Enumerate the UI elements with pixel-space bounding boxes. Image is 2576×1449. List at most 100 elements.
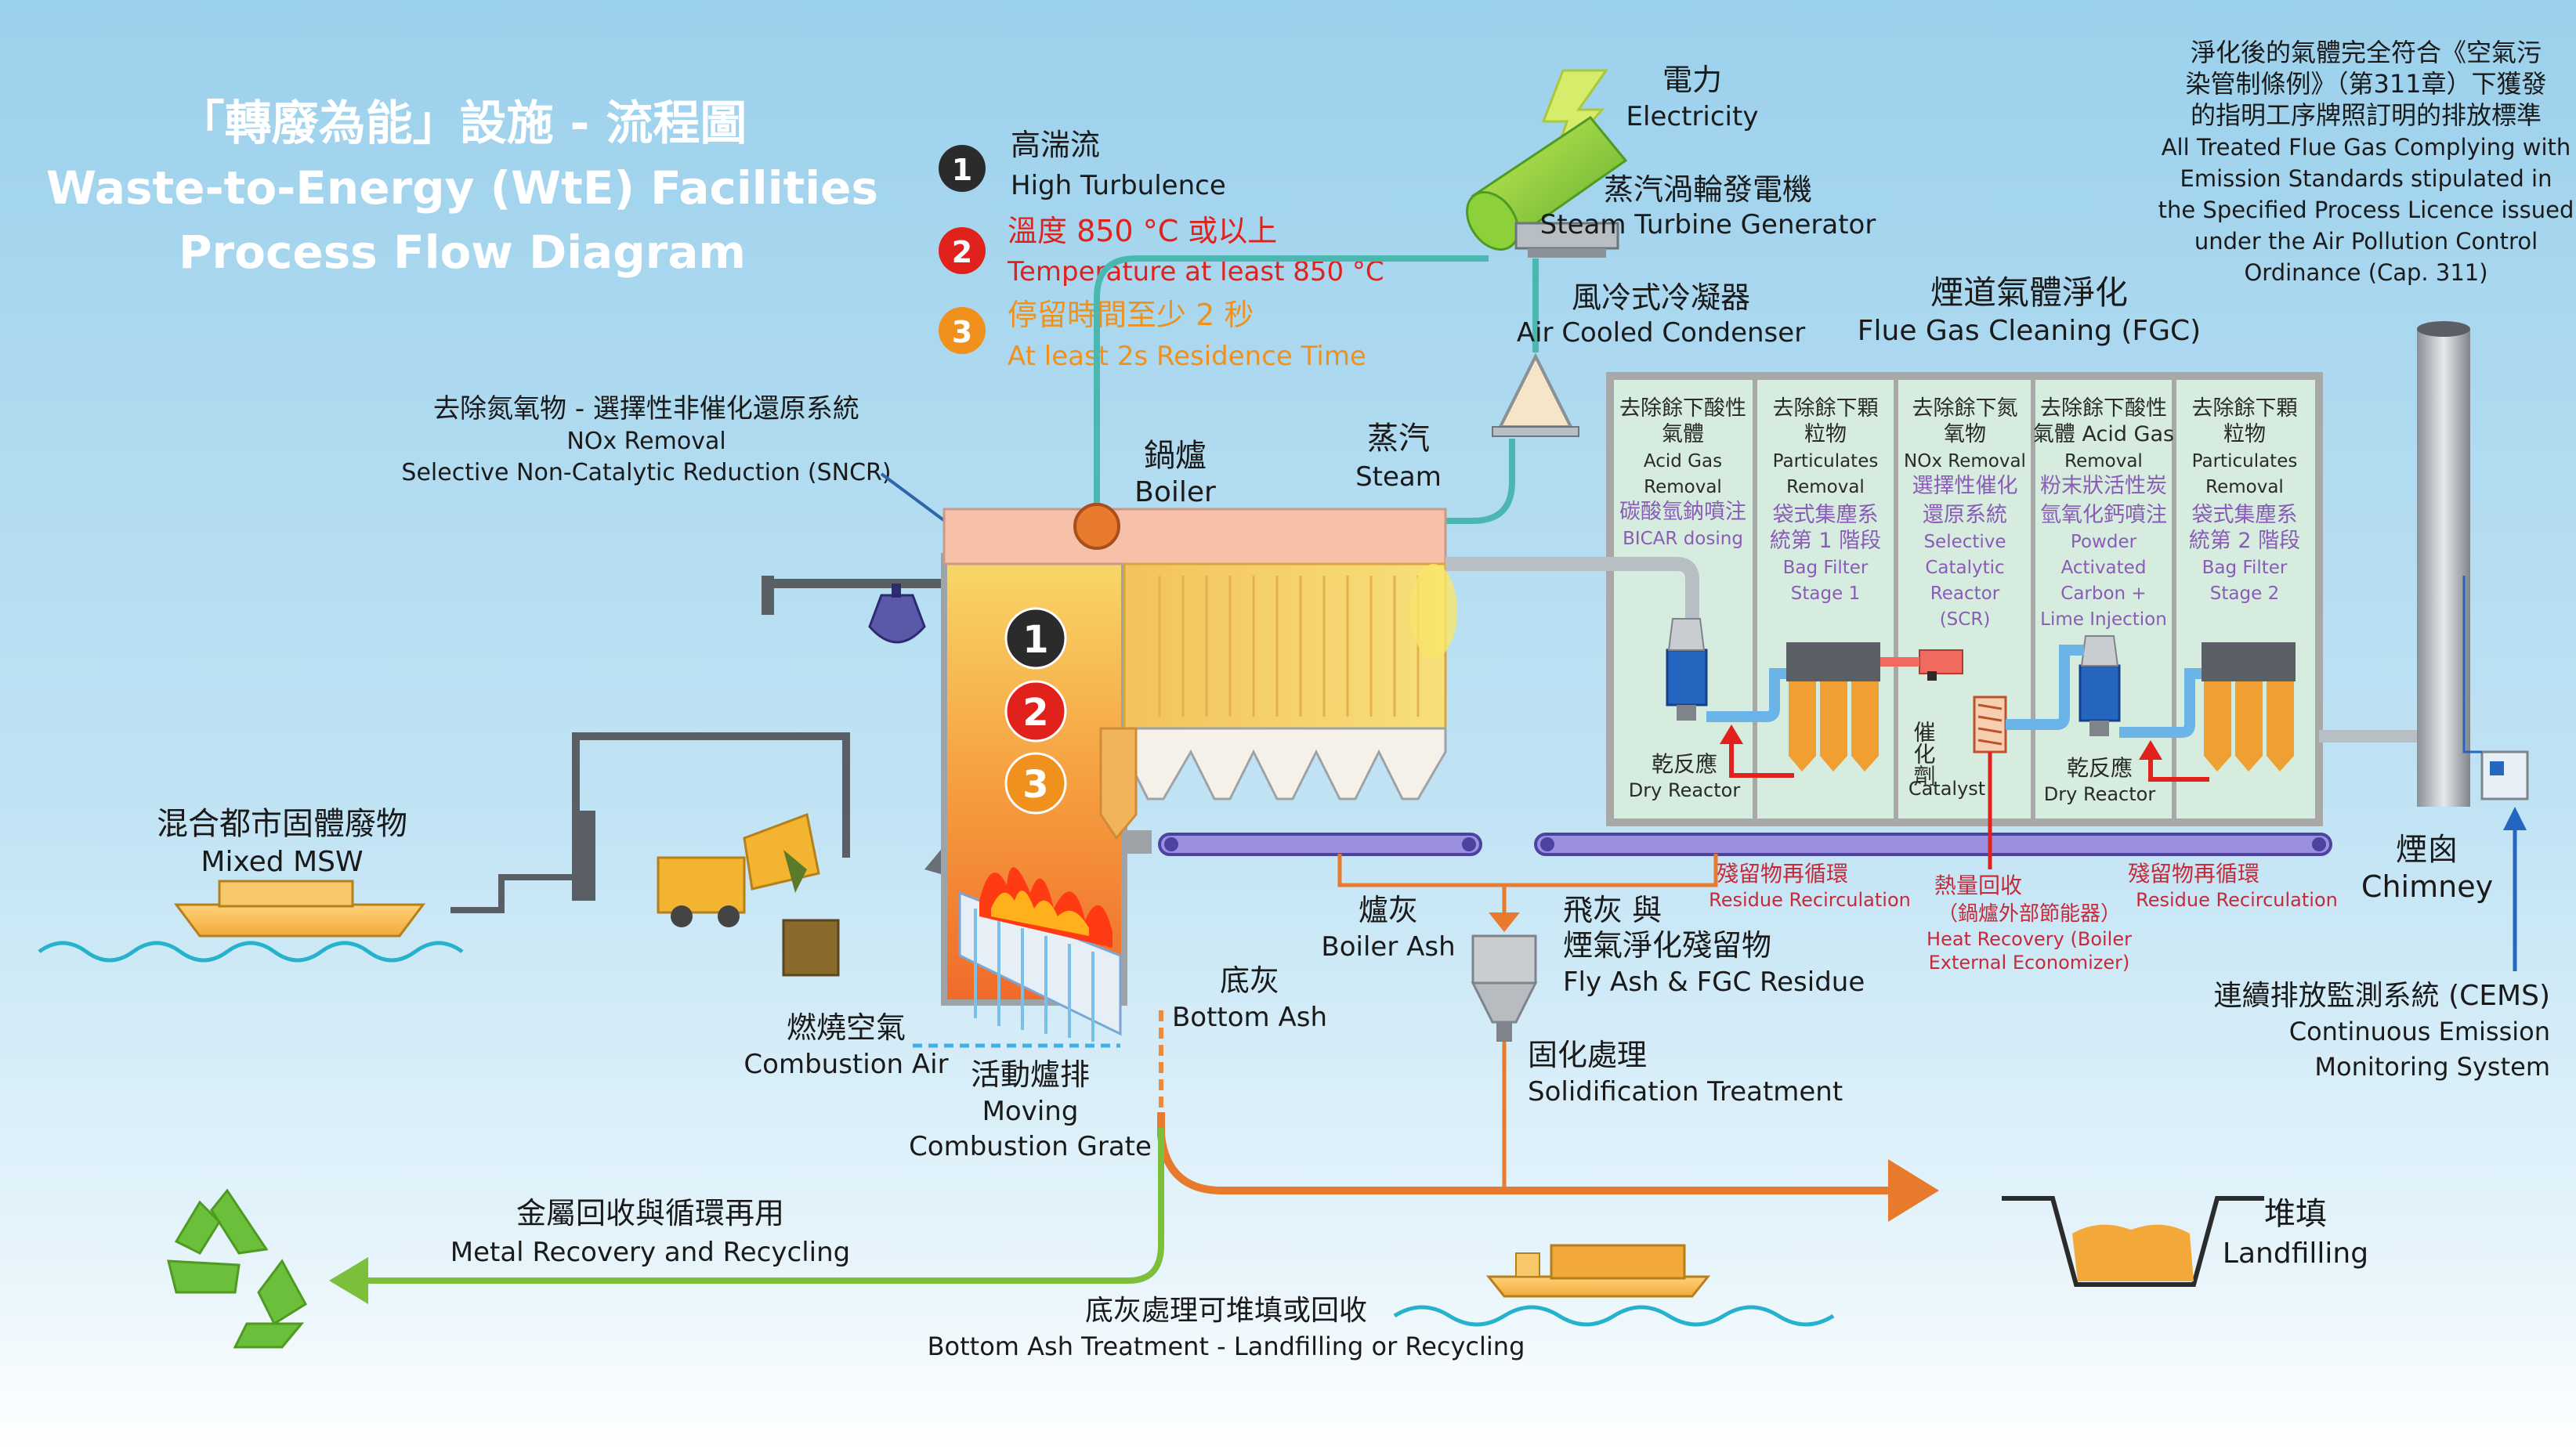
chimney-zh: 煙囪 <box>2396 832 2458 868</box>
solidification-en: Solidification Treatment <box>1528 1076 1843 1108</box>
condition-3-en: At least 2s Residence Time <box>1008 341 1366 372</box>
fgc-panel-3-line-9: (SCR) <box>1940 609 1991 630</box>
svg-text:3: 3 <box>1022 763 1048 807</box>
condition-2-zh: 溫度 850 °C 或以上 <box>1008 214 1277 248</box>
bag-filter-1-icon <box>1786 642 1880 771</box>
compliance-en-5: Ordinance (Cap. 311) <box>2244 259 2487 286</box>
metal-recovery-arrow <box>329 1257 368 1304</box>
fgc-panel-1-line-4: Removal <box>1644 477 1722 497</box>
dry-reactor-1-zh: 乾反應 <box>1652 751 1717 777</box>
cems-sample-line <box>2462 576 2482 753</box>
fgc-panel-1-line-2: 氣體 <box>1662 422 1704 446</box>
recirc-2-en: Residue Recirculation <box>2136 889 2338 911</box>
fly-ash-zh-2: 煙氣淨化殘留物 <box>1563 928 1771 963</box>
crane-grab-icon <box>868 594 926 644</box>
fgc-panel-3-line-3: NOx Removal <box>1904 451 2026 472</box>
fgc-panel-2-line-8: Stage 1 <box>1791 584 1860 604</box>
duct-4-5 <box>2119 668 2202 738</box>
recycling-icon <box>167 1188 307 1349</box>
comb-air-en: Combustion Air <box>743 1049 948 1080</box>
compliance-zh-2: 染管制條例》（第311章）下獲發 <box>2185 69 2546 99</box>
fgc-panel-5-line-2: 粒物 <box>2223 422 2266 446</box>
electricity-en: Electricity <box>1626 101 1759 132</box>
furnace-top-shell <box>942 508 1447 566</box>
boiler-tube-bank <box>1158 576 1420 717</box>
fgc-panel-4-line-4: 粉末狀活性炭 <box>2040 474 2167 498</box>
fgc-panel-3-line-1: 去除餘下氮 <box>1912 396 2018 421</box>
dry-reactor-2-zh: 乾反應 <box>2067 755 2133 781</box>
recirc-1-en: Residue Recirculation <box>1709 889 1911 911</box>
fgc-panel-4-line-5: 氫氧化鈣噴注 <box>2040 503 2167 527</box>
compliance-en-1: All Treated Flue Gas Complying with <box>2162 134 2571 161</box>
condensate-line <box>1105 439 1515 524</box>
flame-icon <box>979 867 1113 948</box>
condition-1-number: 1 <box>952 153 972 187</box>
fgc-panel-5-line-5: 袋式集塵系 <box>2192 503 2298 527</box>
fgc-panel-3-line-6: Selective <box>1923 532 2006 552</box>
turbine-zh: 蒸汽渦輪發電機 <box>1604 172 1812 207</box>
grate-air-jets <box>974 909 1094 1042</box>
fgc-panel-4-line-6: Powder <box>2071 532 2137 552</box>
catalyst-zh: 催化劑 <box>1911 721 1937 786</box>
condition-1: 1 高湍流 High Turbulence <box>939 128 1226 201</box>
steam-en: Steam <box>1355 461 1442 493</box>
condition-1-en: High Turbulence <box>1011 170 1226 201</box>
dry-reactor-2-icon <box>2079 635 2121 736</box>
title-zh: 「轉廢為能」設施 - 流程圖 <box>178 96 747 151</box>
fgc-panel-1-line-3: Acid Gas <box>1644 451 1722 472</box>
boiler-marker-2: 2 <box>1004 680 1067 743</box>
cems-cabinet-icon <box>2480 750 2529 800</box>
steam-drum-icon <box>1073 503 1120 550</box>
boiler-marker-1: 1 <box>1004 607 1067 670</box>
svg-text:2: 2 <box>1022 691 1048 735</box>
fgc-panel-5-line-3: Particulates <box>2192 451 2298 472</box>
heat-recovery-en-2: External Economizer) <box>1929 952 2130 974</box>
condition-3-zh: 停留時間至少 2 秒 <box>1008 298 1254 332</box>
landfill-en: Landfilling <box>2223 1238 2368 1270</box>
duct-3-4 <box>2006 645 2084 730</box>
fgc-panel-1-line-5: 碳酸氫鈉噴注 <box>1619 500 1746 524</box>
boiler-ash-hoppers <box>1123 727 1447 800</box>
landfill-pit-icon <box>2002 1196 2264 1287</box>
conveyor-belt-right <box>1534 833 2332 856</box>
bottom-ash-en: Bottom Ash <box>1172 1002 1327 1033</box>
recirculation-arrow-2 <box>2148 752 2209 782</box>
heat-recovery-zh-2: （鍋爐外部節能器） <box>1937 902 2121 926</box>
air-cooled-condenser-icon <box>1492 352 1579 437</box>
grate-en-1: Moving <box>982 1096 1079 1127</box>
turbine-en: Steam Turbine Generator <box>1540 209 1876 240</box>
boiler-en: Boiler <box>1134 476 1216 508</box>
title-en-2: Process Flow Diagram <box>179 226 746 279</box>
fgc-panel-4-line-8: Carbon + <box>2060 584 2146 604</box>
condenser-zh: 風冷式冷凝器 <box>1572 280 1750 315</box>
fgc-panel-5-line-8: Stage 2 <box>2210 584 2279 604</box>
compliance-zh-3: 的指明工序牌照訂明的排放標準 <box>2191 100 2542 130</box>
sncr-en-2: Selective Non-Catalytic Reduction (SNCR) <box>401 459 891 486</box>
bottom-ash-treatment-zh: 底灰處理可堆填或回收 <box>1085 1295 1367 1327</box>
flue-gas-duct <box>1445 557 1699 619</box>
fgc-panel-3-line-5: 還原系統 <box>1923 503 2007 527</box>
fgc-panel-4-line-1: 去除餘下酸性 <box>2040 396 2167 421</box>
fgc-panel-2-line-4: Removal <box>1786 477 1865 497</box>
fgc-panel-5-line-4: Removal <box>2205 477 2284 497</box>
bag-filter-2-icon <box>2202 642 2296 771</box>
boiler-ash-zh: 爐灰 <box>1359 893 1418 927</box>
condition-3: 3 停留時間至少 2 秒 At least 2s Residence Time <box>939 298 1366 372</box>
condition-2: 2 溫度 850 °C 或以上 Temperature at least 850… <box>939 214 1384 287</box>
condition-1-badge <box>939 145 986 192</box>
comb-air-zh: 燃燒空氣 <box>787 1010 906 1045</box>
boiler-marker-3: 3 <box>1004 752 1067 815</box>
svg-text:1: 1 <box>1022 618 1048 662</box>
heat-recovery-en-1: Heat Recovery (Boiler <box>1927 928 2132 950</box>
sncr-zh: 去除氮氧物 - 選擇性非催化還原系統 <box>433 393 859 425</box>
msw-to-bunker-line <box>450 874 576 913</box>
boiler-rear-hopper <box>1099 727 1138 840</box>
metal-recovery-en: Metal Recovery and Recycling <box>450 1237 850 1268</box>
fgc-panel-4-line-3: Removal <box>2064 451 2143 472</box>
dry-reactor-2-en: Dry Reactor <box>2044 783 2156 805</box>
fly-ash-zh-1: 飛灰 與 <box>1563 893 1662 927</box>
recirc-1-zh: 殘留物再循環 <box>1717 861 1848 887</box>
fgc-title-zh: 煙道氣體淨化 <box>1930 273 2128 312</box>
fgc-panel-1-line-6: BICAR dosing <box>1623 529 1743 549</box>
fgc-building <box>1606 372 2323 826</box>
